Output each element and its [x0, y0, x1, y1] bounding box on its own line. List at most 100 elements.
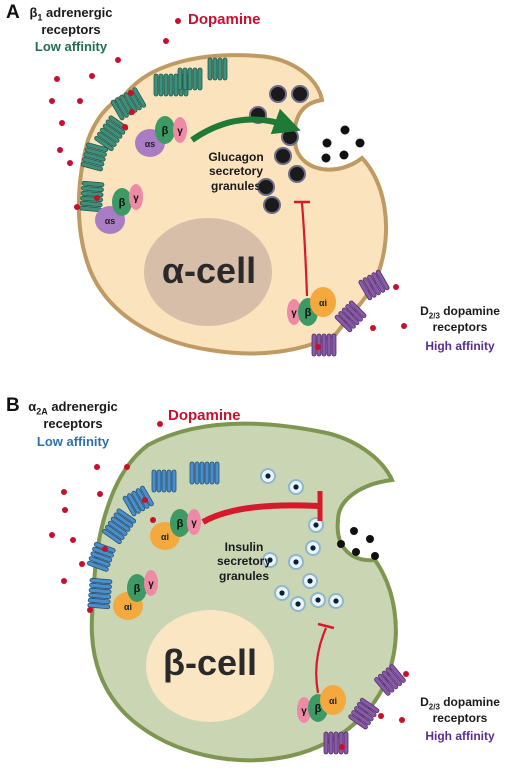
d2-title-rest: dopamine: [439, 695, 500, 709]
alpha2a-receptor: [87, 577, 113, 610]
d2-receptor: [311, 333, 337, 357]
beta-cell-nucleus: [146, 610, 274, 722]
beta-cell-label: β-cell: [162, 642, 257, 683]
granule: [269, 85, 287, 103]
g-alpha-i: [310, 287, 336, 317]
d2-prefix: D: [420, 695, 429, 709]
beta1-receptor: [207, 57, 228, 81]
g-alpha-i-label: αi: [329, 696, 337, 706]
glucagon-line2: secretory: [208, 164, 264, 179]
d2-receptors-a: [311, 269, 390, 357]
inhibitory-arrow: [300, 202, 309, 297]
g-alpha-i-label: αi: [161, 532, 169, 542]
glucagon-line3: granules: [210, 178, 261, 193]
beta1-title-line2: receptors: [41, 22, 101, 38]
g-gamma-label: γ: [133, 193, 139, 204]
insulin-granules: [260, 468, 344, 612]
granule: [260, 468, 276, 484]
g-beta: [170, 509, 190, 537]
d2-title-rest: dopamine: [439, 304, 500, 318]
granule: [288, 554, 304, 570]
granule: [281, 128, 299, 146]
panel-a-label: A: [6, 2, 20, 23]
gs-protein-upper: αs β γ: [135, 116, 187, 157]
g-gamma: [287, 299, 301, 325]
gi-protein-b-d2: γ β αi: [297, 685, 346, 723]
alpha2a-subscript: 2A: [36, 406, 48, 417]
d2-receptor: [334, 300, 367, 333]
g-alpha-i-label: αi: [319, 298, 327, 308]
granule: [274, 147, 292, 165]
beta1-receptor: [80, 142, 109, 172]
g-beta-label: β: [305, 307, 312, 319]
alpha2a-receptor: [151, 469, 177, 493]
g-beta: [112, 188, 132, 216]
granule: [305, 540, 321, 556]
g-gamma-label: γ: [177, 126, 183, 137]
inhibitory-bar: [317, 622, 335, 630]
beta1-symbol: β: [29, 5, 38, 20]
g-gamma: [297, 697, 311, 723]
d2-receptor: [323, 731, 349, 755]
d2-affinity-label-a: High affinity: [425, 339, 495, 353]
panel-b-label: B: [6, 395, 20, 416]
released-insulin: [337, 527, 379, 560]
g-gamma-label: γ: [301, 706, 307, 717]
beta1-receptor-title: β1 adrenergic receptors: [16, 5, 126, 38]
d2-receptor: [348, 697, 380, 730]
insulin-granules-label: Insulin secretory granules: [194, 540, 294, 583]
inhibitory-arrow: [315, 627, 328, 694]
dopamine-label-a: Dopamine: [188, 11, 261, 28]
glucagon-granules-label: Glucagon secretory granules: [186, 150, 286, 193]
g-beta: [127, 574, 147, 602]
g-gamma-label: γ: [291, 308, 297, 319]
granule: [288, 165, 306, 183]
g-alpha-s-label: αs: [105, 216, 116, 226]
gi-protein-a: γ β αi: [287, 287, 336, 326]
d2-receptors-b: [323, 664, 406, 755]
stimulatory-arrow: [190, 108, 301, 143]
alpha2a-title-rest: adrenergic: [47, 399, 118, 414]
dopamine-molecules-b: [49, 421, 409, 750]
alpha2a-receptor: [102, 508, 137, 545]
panel-b: αi β γ αi β γ γ β αi: [49, 421, 409, 763]
granule: [263, 196, 281, 214]
dopamine-molecules-a: [49, 18, 407, 350]
beta1-receptor: [110, 87, 147, 121]
d2-receptor: [358, 269, 390, 301]
granule: [291, 85, 309, 103]
gs-protein-lower: αs β γ: [95, 184, 143, 234]
granule: [302, 573, 318, 589]
granule: [274, 585, 290, 601]
granule: [290, 596, 306, 612]
insulin-line1: Insulin: [224, 540, 264, 554]
glucagon-line1: Glucagon: [208, 150, 264, 164]
d2-affinity-label-b: High affinity: [425, 729, 495, 743]
g-gamma: [187, 509, 201, 535]
alpha2a-receptor: [189, 461, 220, 485]
granule: [262, 552, 278, 568]
g-gamma: [129, 184, 143, 210]
granule: [288, 479, 304, 495]
alpha2a-affinity-label: Low affinity: [36, 434, 110, 449]
inhibitory-arrow-main: [201, 502, 319, 525]
d2-title-line2: receptors: [432, 320, 488, 335]
dopamine-label-b: Dopamine: [168, 407, 241, 424]
d2-title-line2: receptors: [432, 711, 488, 726]
d2-receptor-title-a: D2/3 dopamine receptors: [404, 304, 516, 335]
g-beta: [155, 116, 175, 144]
beta1-title-rest: adrenergic: [42, 5, 113, 20]
beta1-subscript: 1: [37, 12, 43, 23]
g-alpha-s-label: αs: [145, 139, 156, 149]
gi-protein-lower-b: αi β γ: [113, 570, 158, 620]
d2-prefix: D: [420, 304, 429, 318]
g-alpha-i: [320, 685, 346, 715]
g-gamma: [144, 570, 158, 596]
g-beta-label: β: [119, 197, 126, 209]
released-glucagon: [321, 125, 365, 163]
alpha2a-receptors: [87, 461, 220, 610]
g-alpha-i-label: αi: [124, 602, 132, 612]
d2-subscript: 2/3: [428, 311, 440, 321]
g-beta-label: β: [134, 583, 141, 595]
g-beta-label: β: [177, 518, 184, 530]
